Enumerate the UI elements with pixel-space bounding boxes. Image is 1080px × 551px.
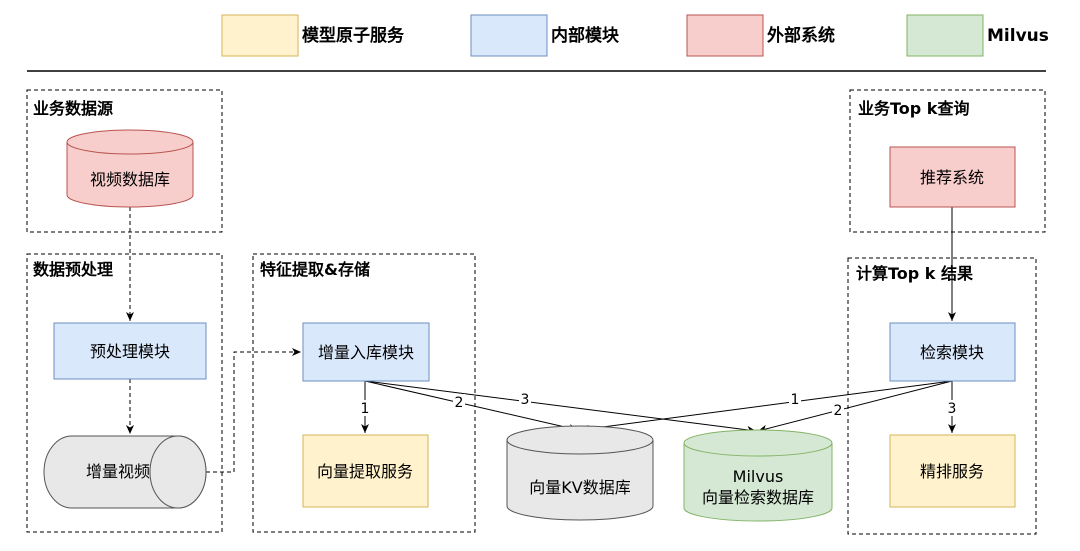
node-recommendation-system: 推荐系统 [889,146,1016,208]
node-label-milvus-name: Milvus [733,467,784,486]
node-label-recommendation-system: 推荐系统 [920,168,984,187]
node-label-vector-extraction-service: 向量提取服务 [317,462,413,481]
legend: 模型原子服务 内部模块 外部系统 Milvus [221,14,1049,57]
node-retrieval-module: 检索模块 [889,322,1016,382]
group-title-data-preprocessing: 数据预处理 [33,260,113,279]
node-label-retrieval-module: 检索模块 [920,343,984,362]
edge-ingest-to-kv [364,380,579,432]
legend-label-internal-module: 内部模块 [551,25,620,46]
group-title-business-data-source: 业务数据源 [33,99,113,118]
node-incremental-ingest-module: 增量入库模块 [302,322,430,382]
edge-label-ingest-kv: 2 [455,395,464,411]
edge-label-ingest-extraction: 1 [361,401,370,417]
node-rerank-service: 精排服务 [889,434,1016,508]
edge-label-ingest-milvus: 3 [521,392,530,408]
node-incremental-video: 增量视频 [43,435,207,509]
group-data-preprocessing [26,253,223,533]
node-label-incremental-ingest-module: 增量入库模块 [318,343,414,362]
edge-label-retrieval-kv: 1 [791,392,800,408]
legend-label-milvus: Milvus [987,26,1049,46]
node-label-preprocess-module: 预处理模块 [90,342,170,361]
node-label-vector-kv-database: 向量KV数据库 [529,478,630,497]
legend-label-model-service: 模型原子服务 [302,25,405,46]
group-title-business-topk-query: 业务Top k查询 [858,99,969,118]
node-label-video-database: 视频数据库 [90,170,170,189]
edge-incremental-video-to-ingest [206,348,301,473]
edge-retrieval-to-kv [579,380,953,433]
node-vector-kv-database: 向量KV数据库 [506,425,654,521]
group-title-compute-topk-result: 计算Top k 结果 [856,264,973,283]
group-feature-extraction-storage [252,253,476,533]
node-label-milvus-description: 向量检索数据库 [702,488,814,507]
node-label-rerank-service: 精排服务 [920,462,984,481]
group-business-data-source [26,89,223,233]
group-compute-topk-result [847,257,1037,535]
legend-label-external-system: 外部系统 [767,25,835,46]
node-preprocess-module: 预处理模块 [53,322,207,380]
node-video-database: 视频数据库 [66,129,194,208]
edge-retrieval-to-milvus [757,380,953,433]
legend-swatch-model-service [221,14,299,57]
legend-swatch-internal-module [470,14,548,57]
edge-label-retrieval-milvus: 2 [834,403,843,419]
node-label-incremental-video: 增量视频 [86,462,150,481]
edge-label-retrieval-rerank: 3 [948,401,957,417]
node-vector-extraction-service: 向量提取服务 [302,434,429,508]
edge-labels: 1 2 3 1 2 3 [359,391,958,419]
legend-swatch-milvus [906,14,984,57]
group-business-topk-query [849,89,1046,233]
edge-ingest-to-milvus [364,380,757,434]
legend-swatch-external-system [686,14,764,57]
group-title-feature-extraction-storage: 特征提取&存储 [260,260,370,279]
node-milvus-vector-search-db: Milvus 向量检索数据库 [683,429,833,522]
